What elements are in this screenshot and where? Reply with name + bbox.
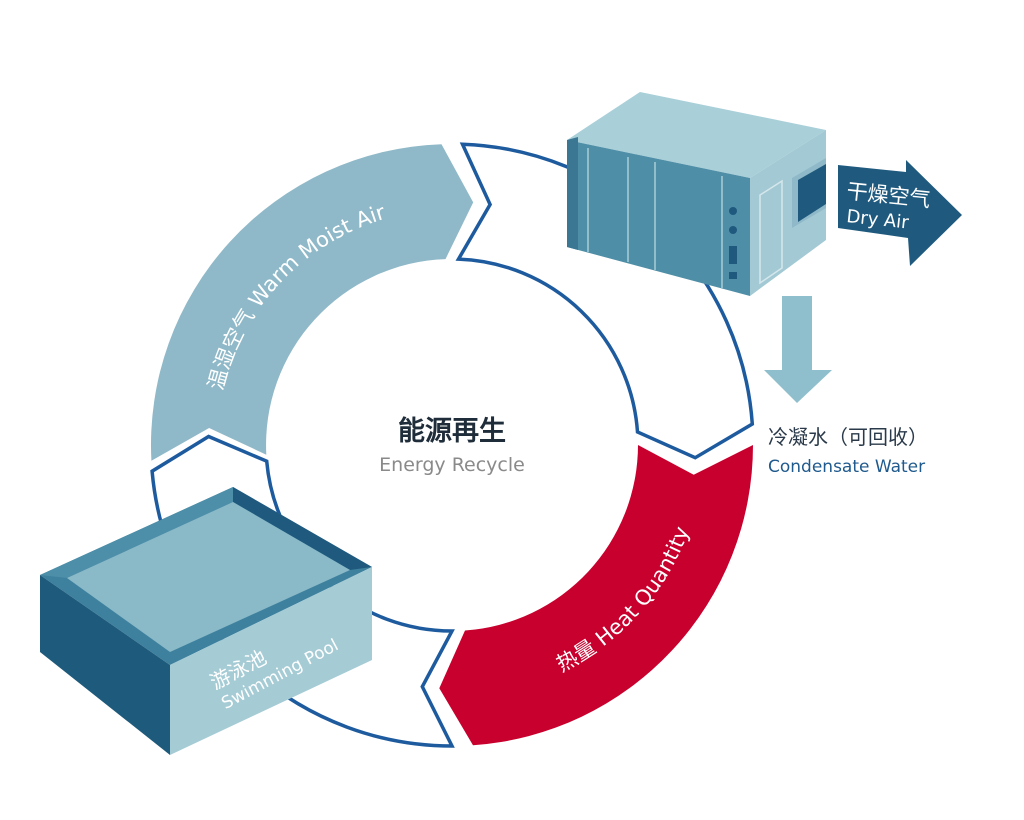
dehumidifier-unit-icon (567, 92, 826, 296)
dry-air-arrow-icon (838, 160, 962, 266)
condensate-label-en: Condensate Water (768, 457, 925, 477)
condensate-label-cn: 冷凝水（可回收） (768, 425, 928, 449)
center-title-cn: 能源再生 (398, 415, 506, 447)
warm-moist-air-segment (150, 144, 474, 461)
heat-quantity-segment (439, 445, 753, 746)
swimming-pool-icon (40, 487, 372, 755)
condensate-down-arrow-icon (764, 296, 832, 403)
center-title-en: Energy Recycle (379, 454, 525, 476)
